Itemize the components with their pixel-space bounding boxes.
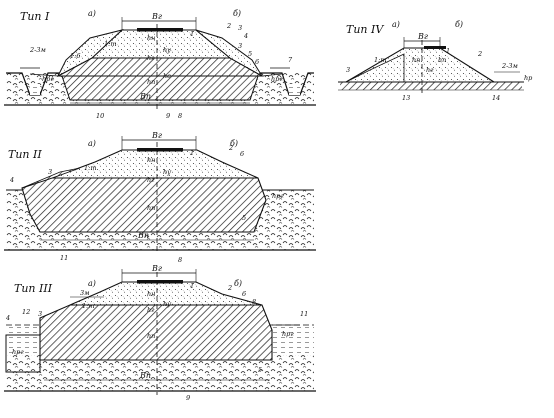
type-4-part-b: б)	[455, 20, 463, 29]
callout: 2	[477, 50, 482, 58]
callout: 2	[227, 284, 232, 292]
callout: 11	[300, 310, 308, 318]
callout: 1	[190, 282, 194, 290]
dimension: hрг	[272, 192, 284, 200]
dimension: hг	[147, 306, 155, 314]
callout: 1	[190, 30, 194, 38]
type-1-slope-2: 1:6	[70, 52, 80, 60]
replacement-fill	[61, 75, 259, 101]
dimension: hг	[147, 176, 155, 184]
dimension: hп	[147, 332, 155, 340]
callout: 2	[226, 22, 231, 30]
callout: 2	[228, 144, 233, 152]
type-3-offset: 3м	[80, 289, 90, 297]
type-4-part-a: а)	[392, 20, 400, 29]
type-2-slope-1: 1:m	[84, 164, 97, 172]
callout: 8	[178, 112, 182, 120]
callout: 11	[60, 254, 68, 262]
callout: 10	[96, 112, 104, 120]
callout: 3	[346, 66, 350, 74]
callout: 7	[288, 56, 293, 64]
callout: 5	[248, 50, 252, 58]
diagram-type-1: Тип I а) б) Bг Bп 1:m 1:6 2-3м 1 2 3 4 3…	[4, 9, 316, 120]
dimension: hрг	[12, 348, 24, 356]
dimension: hу	[163, 46, 171, 54]
callout: 3	[48, 168, 52, 176]
callout: 3	[38, 310, 42, 318]
type-4-slope-1: 1:m	[374, 56, 387, 64]
dimension: hу	[163, 168, 171, 176]
type-3-title: Тип III	[14, 282, 53, 295]
type-3-top-width: Bг	[151, 264, 162, 273]
dimension: hн	[147, 290, 155, 298]
type-4-offset: 2-3м	[501, 62, 518, 70]
dimension: hр	[524, 74, 533, 82]
callout: 3	[238, 42, 242, 50]
type-4-top-width: Bг	[417, 32, 428, 41]
callout: 6	[242, 290, 246, 298]
callout: 13	[402, 94, 410, 102]
callout: 14	[492, 94, 500, 102]
callout: 4	[243, 32, 248, 40]
type-2-part-b: б)	[230, 139, 238, 148]
type-1-offset: 2-3м	[29, 46, 46, 54]
type-2-base-width: Bп	[137, 231, 149, 240]
type-1-top-width: Bг	[151, 12, 162, 21]
type-3-slope-1: 1:m	[82, 302, 95, 310]
type-4-title: Тип IV	[346, 23, 384, 36]
type-1-base-width: Bп	[139, 92, 151, 101]
callout: 4	[9, 176, 14, 184]
dimension: hу	[163, 300, 171, 308]
dimension: hрг	[42, 75, 54, 83]
type-3-base-width: Bп	[139, 371, 151, 380]
diagram-type-4: Тип IV а) б) Bг 1:m 2-3м 1 2 3 13 14 hн …	[338, 20, 533, 102]
embankment-lower-body	[39, 304, 273, 361]
callout: 6	[255, 58, 259, 66]
dimension: hп	[147, 204, 155, 212]
dimension: hс	[163, 72, 171, 80]
callout: 3	[238, 24, 242, 32]
dimension: hп	[438, 56, 446, 64]
peat-layer	[6, 355, 314, 391]
type-1-title: Тип I	[20, 10, 50, 23]
callout: 8	[178, 256, 182, 264]
diagram-type-3: Тип III а) б) Bг Bп 1:m 3м 1 2 3 4 5 6 8…	[4, 264, 316, 402]
callout: 9	[166, 112, 170, 120]
type-1-part-a: а)	[88, 9, 96, 18]
type-2-top-width: Bг	[151, 131, 162, 140]
dimension: hн	[412, 56, 420, 64]
callout: 5	[258, 366, 262, 374]
dimension: hн	[147, 156, 155, 164]
dimension: hрг	[271, 75, 283, 83]
type-3-part-a: а)	[88, 279, 96, 288]
callout: 8	[252, 298, 256, 306]
dimension: hн	[147, 34, 155, 42]
type-1-slope-1: 1:m	[104, 40, 117, 48]
dimension: hп	[147, 78, 155, 86]
callout: 1	[446, 47, 450, 55]
callout: 9	[186, 394, 190, 402]
callout: 4	[5, 314, 10, 322]
callout: 1	[190, 149, 194, 157]
dimension: hг	[426, 66, 434, 74]
diagram-type-2: Тип II а) б) Bг Bп 1:m 1 2 3 4 5 6 8 11 …	[4, 131, 316, 264]
dimension: hг	[147, 54, 155, 62]
callout: 6	[240, 150, 244, 158]
type-3-part-b: б)	[234, 279, 242, 288]
callout: 12	[22, 308, 30, 316]
type-1-part-b: б)	[233, 9, 241, 18]
type-2-title: Тип II	[8, 148, 42, 161]
embankment-lower-body	[21, 177, 267, 233]
type-2-part-a: а)	[88, 139, 96, 148]
dimension: hрг	[282, 330, 294, 338]
callout: 5	[242, 214, 246, 222]
